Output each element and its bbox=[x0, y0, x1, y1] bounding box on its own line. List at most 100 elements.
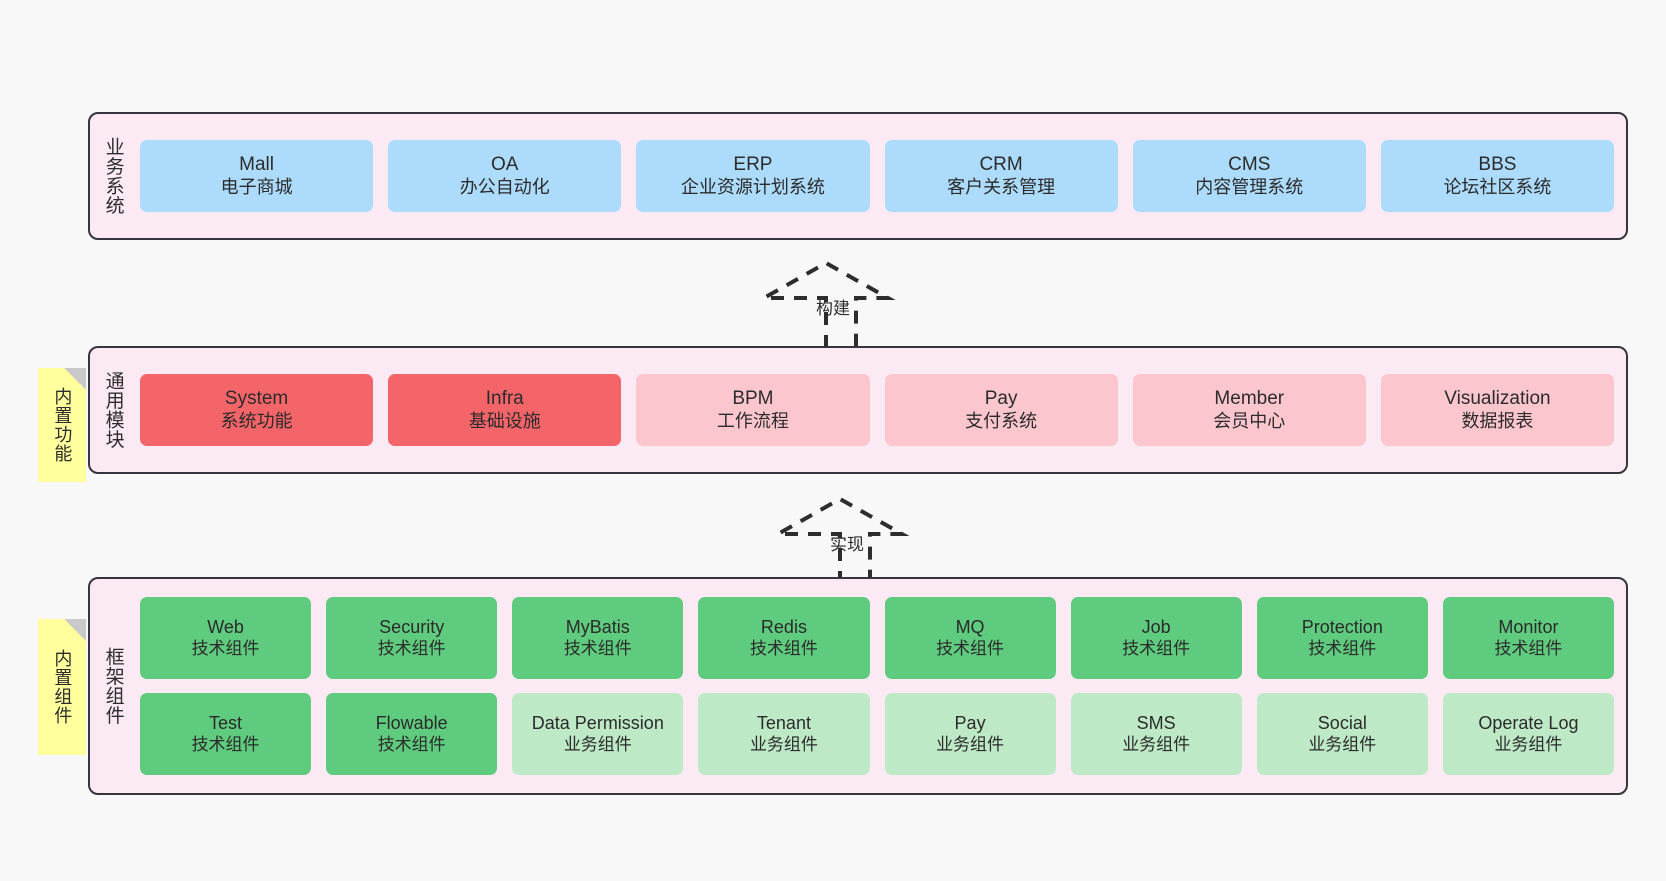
box-pay[interactable]: Pay 支付系统 bbox=[884, 374, 1118, 446]
box-title: Security bbox=[379, 617, 445, 638]
box-infra[interactable]: Infra 基础设施 bbox=[388, 374, 622, 446]
box-title: Test bbox=[209, 713, 243, 734]
box-mybatis[interactable]: MyBatis 技术组件 bbox=[512, 597, 684, 679]
sticky-note-text: 内置功能 bbox=[52, 387, 73, 463]
box-subtitle: 业务组件 bbox=[563, 734, 632, 754]
box-web[interactable]: Web 技术组件 bbox=[140, 597, 312, 679]
box-subtitle: 技术组件 bbox=[191, 734, 260, 754]
box-mall[interactable]: Mall 电子商城 bbox=[140, 140, 374, 212]
box-subtitle: 技术组件 bbox=[563, 638, 632, 658]
box-title: Pay bbox=[984, 388, 1018, 410]
box-title: Job bbox=[1141, 617, 1171, 638]
box-subtitle: 技术组件 bbox=[191, 638, 260, 658]
box-title: Data Permission bbox=[531, 713, 664, 734]
box-title: OA bbox=[491, 154, 519, 176]
layer-row: System 系统功能 Infra 基础设施 BPM 工作流程 Pay 支付系统… bbox=[140, 374, 1615, 446]
box-oa[interactable]: OA 办公自动化 bbox=[388, 140, 622, 212]
box-sms[interactable]: SMS 业务组件 bbox=[1070, 693, 1242, 775]
box-data-permission[interactable]: Data Permission 业务组件 bbox=[512, 693, 684, 775]
box-title: MyBatis bbox=[565, 617, 630, 638]
box-title: Web bbox=[207, 617, 244, 638]
box-title: Infra bbox=[485, 388, 524, 410]
dashed-hollow-arrow-icon bbox=[770, 496, 910, 586]
layer-title-framework-components: 框架组件 bbox=[102, 647, 124, 725]
box-title: Monitor bbox=[1498, 617, 1559, 638]
box-erp[interactable]: ERP 企业资源计划系统 bbox=[636, 140, 870, 212]
arrow-implement: 实现 bbox=[762, 488, 932, 588]
box-subtitle: 业务组件 bbox=[1494, 734, 1563, 754]
layer-title-business-system: 业务系统 bbox=[102, 137, 124, 215]
layer-body-common-modules: System 系统功能 Infra 基础设施 BPM 工作流程 Pay 支付系统… bbox=[136, 348, 1626, 472]
box-title: Visualization bbox=[1444, 388, 1551, 410]
box-title: BBS bbox=[1478, 154, 1517, 176]
box-test[interactable]: Test 技术组件 bbox=[140, 693, 312, 775]
sticky-note-builtin-components: 内置组件 bbox=[38, 619, 86, 755]
note-fold-corner-icon bbox=[64, 368, 86, 390]
layer-row: Mall 电子商城 OA 办公自动化 ERP 企业资源计划系统 CRM 客户关系… bbox=[140, 140, 1615, 212]
box-bbs[interactable]: BBS 论坛社区系统 bbox=[1380, 140, 1615, 212]
box-title: CRM bbox=[979, 154, 1023, 176]
box-subtitle: 电子商城 bbox=[220, 176, 293, 197]
box-subtitle: 技术组件 bbox=[377, 638, 446, 658]
box-redis[interactable]: Redis 技术组件 bbox=[698, 597, 870, 679]
box-mq[interactable]: MQ 技术组件 bbox=[884, 597, 1056, 679]
box-subtitle: 支付系统 bbox=[965, 410, 1038, 431]
arrow-build: 构建 bbox=[748, 252, 918, 352]
box-subtitle: 技术组件 bbox=[1308, 638, 1377, 658]
box-title: Mall bbox=[239, 154, 274, 176]
box-title: Operate Log bbox=[1478, 713, 1579, 734]
box-member[interactable]: Member 会员中心 bbox=[1132, 374, 1366, 446]
layer-body-business-system: Mall 电子商城 OA 办公自动化 ERP 企业资源计划系统 CRM 客户关系… bbox=[136, 114, 1626, 238]
box-operate-log[interactable]: Operate Log 业务组件 bbox=[1442, 693, 1614, 775]
box-title: Social bbox=[1317, 713, 1367, 734]
layer-common-modules: 通用模块 System 系统功能 Infra 基础设施 BPM 工作流程 Pay… bbox=[88, 346, 1628, 474]
arrow-label-implement: 实现 bbox=[830, 535, 864, 554]
box-title: Pay bbox=[954, 713, 986, 734]
box-title: MQ bbox=[955, 617, 985, 638]
box-bpm[interactable]: BPM 工作流程 bbox=[636, 374, 870, 446]
box-subtitle: 业务组件 bbox=[749, 734, 818, 754]
box-subtitle: 业务组件 bbox=[936, 734, 1005, 754]
box-subtitle: 内容管理系统 bbox=[1195, 176, 1304, 197]
box-security[interactable]: Security 技术组件 bbox=[326, 597, 498, 679]
box-subtitle: 技术组件 bbox=[1494, 638, 1563, 658]
box-title: System bbox=[224, 388, 289, 410]
box-title: Protection bbox=[1301, 617, 1383, 638]
box-system[interactable]: System 系统功能 bbox=[140, 374, 374, 446]
box-title: Tenant bbox=[756, 713, 811, 734]
box-subtitle: 技术组件 bbox=[377, 734, 446, 754]
box-crm[interactable]: CRM 客户关系管理 bbox=[884, 140, 1118, 212]
arrow-label-build: 构建 bbox=[816, 299, 850, 318]
box-title: Redis bbox=[760, 617, 807, 638]
box-social[interactable]: Social 业务组件 bbox=[1256, 693, 1428, 775]
box-cms[interactable]: CMS 内容管理系统 bbox=[1132, 140, 1366, 212]
box-monitor[interactable]: Monitor 技术组件 bbox=[1442, 597, 1614, 679]
sticky-note-text: 内置组件 bbox=[52, 649, 73, 725]
box-pay-biz[interactable]: Pay 业务组件 bbox=[884, 693, 1056, 775]
box-flowable[interactable]: Flowable 技术组件 bbox=[326, 693, 498, 775]
box-title: Member bbox=[1214, 388, 1285, 410]
box-subtitle: 数据报表 bbox=[1461, 410, 1534, 431]
layer-body-framework-components: Web 技术组件 Security 技术组件 MyBatis 技术组件 Redi… bbox=[136, 579, 1626, 793]
box-subtitle: 办公自动化 bbox=[459, 176, 550, 197]
box-title: Flowable bbox=[375, 713, 448, 734]
box-subtitle: 技术组件 bbox=[1122, 638, 1191, 658]
box-visualization[interactable]: Visualization 数据报表 bbox=[1380, 374, 1615, 446]
sticky-note-builtin-features: 内置功能 bbox=[38, 368, 86, 482]
box-title: SMS bbox=[1136, 713, 1176, 734]
box-title: BPM bbox=[732, 388, 774, 410]
box-subtitle: 基础设施 bbox=[468, 410, 541, 431]
box-subtitle: 会员中心 bbox=[1213, 410, 1286, 431]
layer-framework-components: 框架组件 Web 技术组件 Security 技术组件 MyBatis 技术组件… bbox=[88, 577, 1628, 795]
box-job[interactable]: Job 技术组件 bbox=[1070, 597, 1242, 679]
box-subtitle: 论坛社区系统 bbox=[1443, 176, 1552, 197]
dashed-hollow-arrow-icon bbox=[756, 260, 896, 350]
box-subtitle: 技术组件 bbox=[936, 638, 1005, 658]
box-subtitle: 企业资源计划系统 bbox=[680, 176, 825, 197]
layer-title-common-modules: 通用模块 bbox=[102, 371, 124, 449]
box-protection[interactable]: Protection 技术组件 bbox=[1256, 597, 1428, 679]
box-subtitle: 系统功能 bbox=[220, 410, 293, 431]
box-title: CMS bbox=[1228, 154, 1271, 176]
box-subtitle: 客户关系管理 bbox=[947, 176, 1056, 197]
box-tenant[interactable]: Tenant 业务组件 bbox=[698, 693, 870, 775]
